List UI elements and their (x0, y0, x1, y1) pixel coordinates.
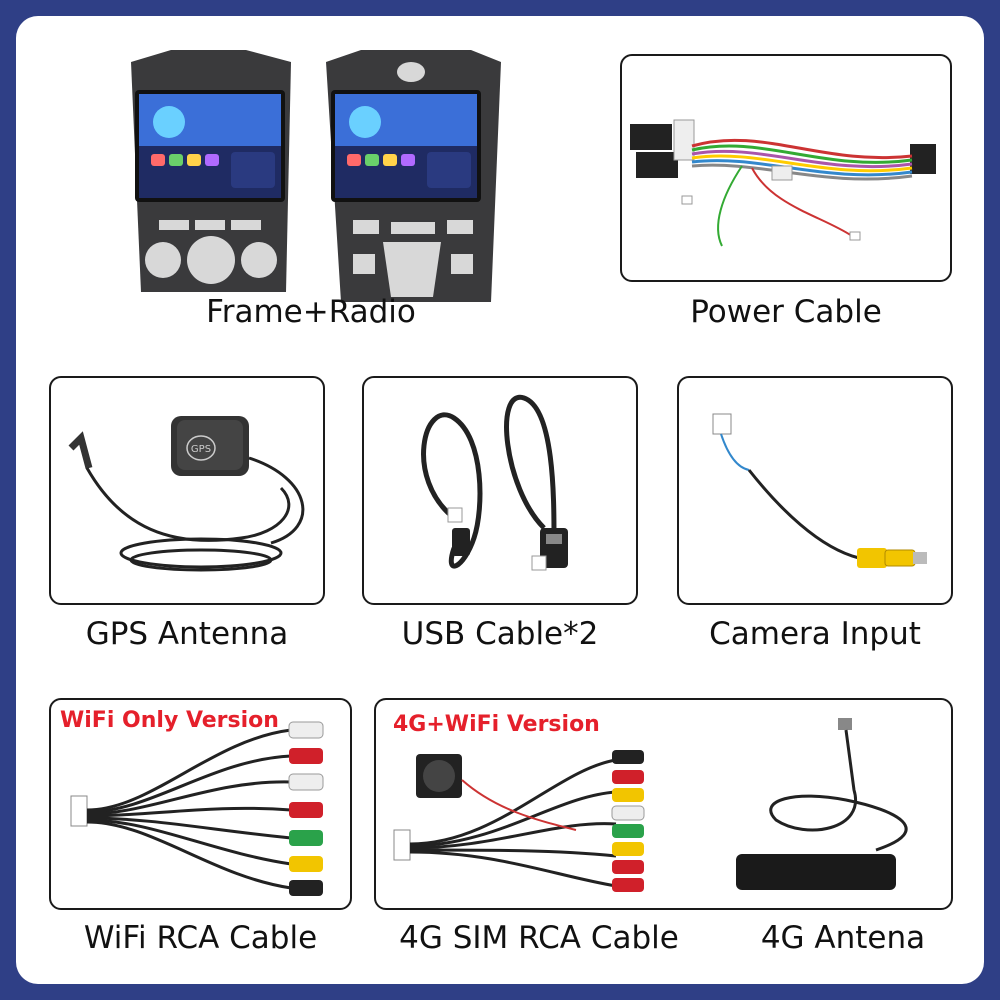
power-cable-box (620, 54, 952, 282)
wifi-4g-tag: 4G+WiFi Version (393, 712, 600, 737)
usb-cable-box (362, 376, 638, 605)
wifi-only-tag: WiFi Only Version (60, 708, 279, 733)
gps-antenna-caption: GPS Antenna (85, 616, 289, 652)
camera-input-image (712, 413, 927, 568)
usb-cable-image (421, 394, 568, 571)
gps-antenna-image: GPS (68, 416, 305, 572)
wifi-rca-box (49, 698, 352, 910)
power-cable-image (630, 119, 936, 247)
power-cable-caption: Power Cable (690, 294, 882, 330)
frame-radio-image (121, 42, 506, 302)
usb-cable-caption: USB Cable*2 (401, 616, 599, 652)
sim-rca-caption: 4G SIM RCA Cable (399, 920, 679, 956)
main-panel: Frame+Radio Power Cable GPS (16, 16, 984, 984)
wifi-rca-caption: WiFi RCA Cable (83, 920, 318, 956)
antenna-4g-caption: 4G Antena (760, 920, 926, 956)
gps-label: GPS (191, 444, 211, 455)
gps-antenna-box: GPS (49, 376, 325, 605)
wifi-rca-image (70, 721, 324, 896)
4g-kit-image (393, 718, 908, 892)
camera-input-box (677, 376, 953, 605)
4g-kit-box (374, 698, 953, 910)
camera-input-caption: Camera Input (709, 616, 921, 652)
frame-radio-caption: Frame+Radio (206, 294, 416, 330)
